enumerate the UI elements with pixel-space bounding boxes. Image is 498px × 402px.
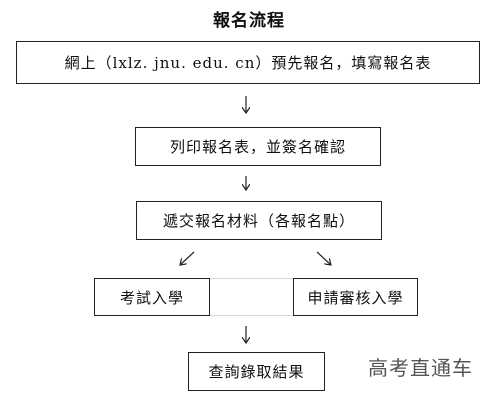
step-print-form: 列印報名表，並簽名確認 [135,127,381,166]
step-check-results: 查詢錄取結果 [188,352,325,391]
step-submit-materials: 遞交報名材料（各報名點） [136,201,382,240]
arrow-3-to-exam [180,251,195,265]
watermark-text: 高考直通车 [368,356,473,380]
diagram-title: 報名流程 [213,11,285,31]
step-exam-admission: 考試入學 [94,278,210,316]
step-apply-review-admission: 申請審核入學 [293,278,418,316]
step-online-register: 網上（lxlz. jnu. edu. cn）預先報名，填寫報名表 [16,41,480,84]
arrow-3-to-review [316,251,331,265]
branch-connector [210,278,293,316]
